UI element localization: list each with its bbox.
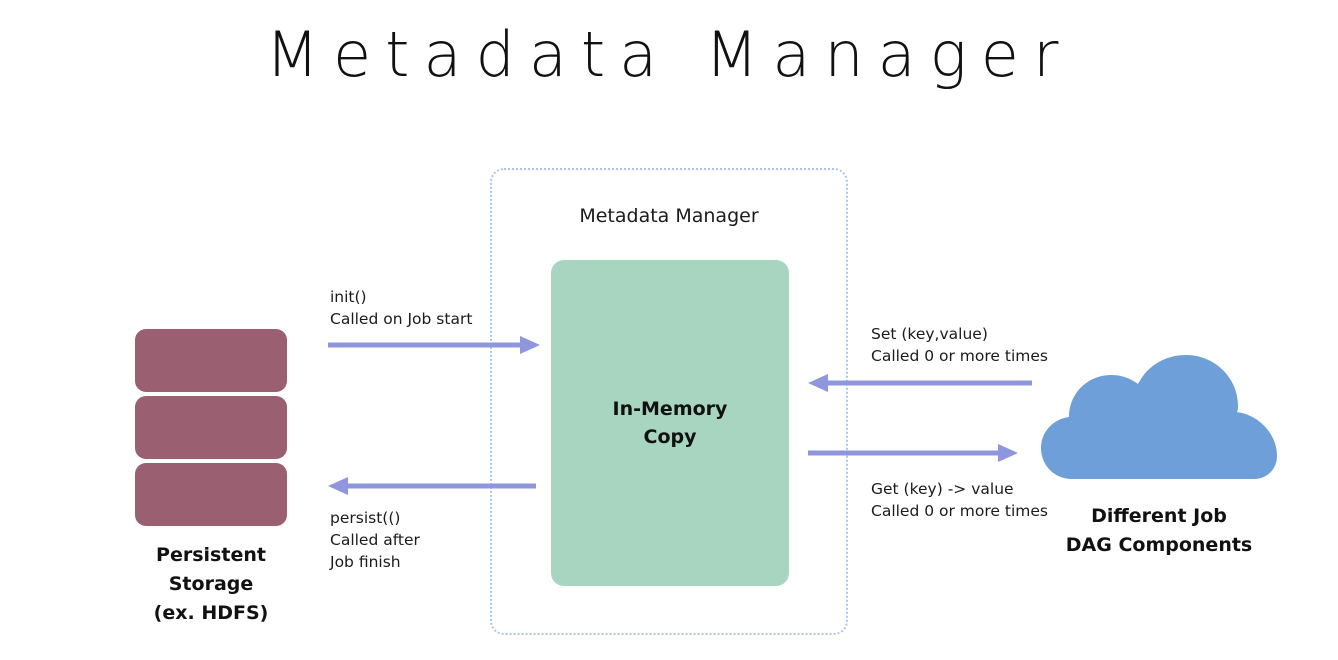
- caption-init: init() Called on Job start: [330, 288, 473, 328]
- metadata-manager-container: [490, 168, 848, 635]
- metadata-manager-label: Metadata Manager: [579, 205, 759, 227]
- storage-slab: [135, 396, 287, 459]
- arrow-get: [808, 444, 1018, 462]
- storage-slab: [135, 463, 287, 526]
- caption-set: Set (key,value) Called 0 or more times: [871, 325, 1048, 365]
- in-memory-copy-label: In-Memory Copy: [612, 397, 728, 449]
- job-dag-components-label: Different Job DAG Components: [1065, 505, 1253, 556]
- persistent-storage-label: Persistent Storage (ex. HDFS): [153, 544, 269, 624]
- caption-get: Get (key) -> value Called 0 or more time…: [871, 480, 1048, 520]
- page-title: Metadata Manager: [265, 18, 1073, 91]
- storage-slab: [135, 329, 287, 392]
- in-memory-copy-box: In-Memory Copy: [551, 260, 789, 586]
- cloud-icon: [1041, 355, 1277, 479]
- arrow-init: [328, 336, 540, 354]
- arrow-persist: [328, 477, 536, 495]
- caption-persist: persist(() Called after Job finish: [330, 509, 420, 571]
- arrow-set: [808, 374, 1032, 392]
